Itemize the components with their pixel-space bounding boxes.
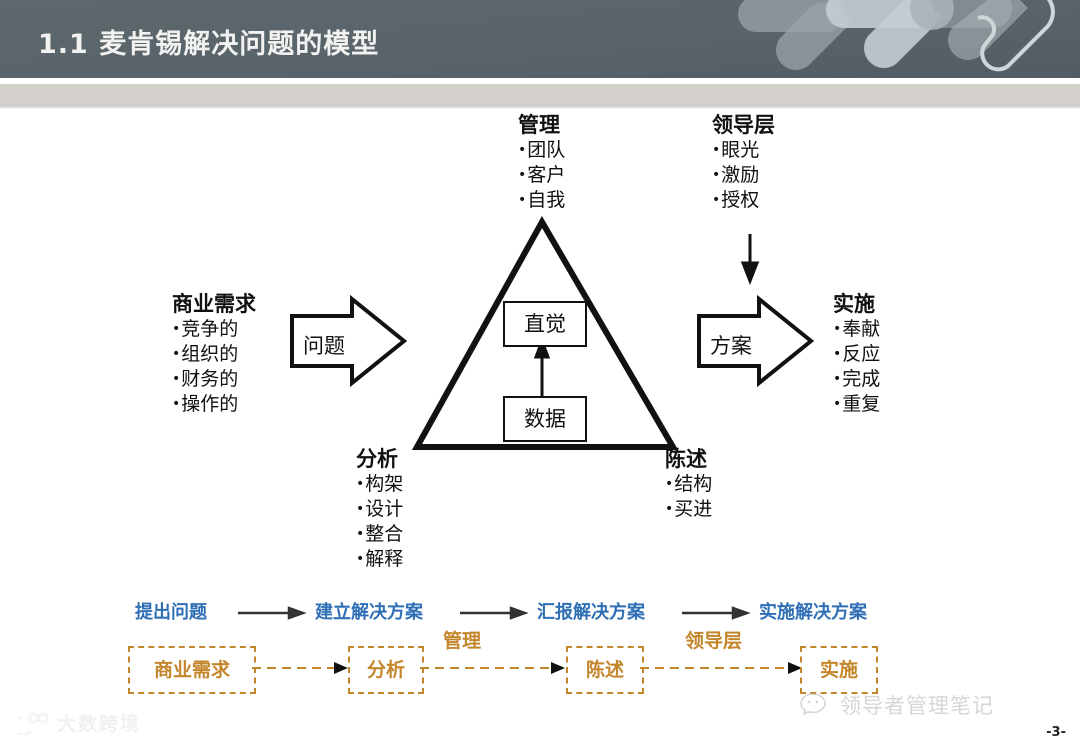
implementation-item-3: 重复 <box>833 392 880 417</box>
flow-step-3: 实施解决方案 <box>759 602 867 623</box>
analysis-item-2: 整合 <box>356 522 403 547</box>
header-band-shadow <box>0 106 1080 109</box>
process-box-presentation: 陈述 <box>566 646 644 694</box>
analysis-heading: 分析 <box>356 447 398 471</box>
wechat-icon <box>800 693 826 716</box>
process-connector-arrowheads <box>334 662 802 674</box>
management-item-0: 团队 <box>518 138 565 163</box>
leadership-item-1: 激励 <box>712 163 775 188</box>
presentation-block: 陈述 结构 买进 <box>665 447 712 522</box>
business-needs-block: 商业需求 竞争的 组织的 财务的 操作的 <box>172 292 256 417</box>
presentation-heading: 陈述 <box>665 447 707 471</box>
process-connector-label-leadership: 领导层 <box>685 630 743 652</box>
leadership-heading: 领导层 <box>712 113 775 137</box>
chevron-arrows-decoration-icon <box>738 0 1055 72</box>
implementation-item-1: 反应 <box>833 342 880 367</box>
header-beige-band <box>0 84 1080 106</box>
watermark-left: 大数跨境 <box>18 709 141 736</box>
data-box: 数据 <box>503 396 587 442</box>
process-box-analysis: 分析 <box>348 646 424 694</box>
analysis-item-3: 解释 <box>356 547 403 572</box>
process-box-business-needs: 商业需求 <box>128 646 256 694</box>
watermark-right: 领导者管理笔记 <box>800 690 994 720</box>
business-needs-item-3: 操作的 <box>172 392 256 417</box>
business-needs-item-2: 财务的 <box>172 367 256 392</box>
intuition-box: 直觉 <box>503 301 587 347</box>
management-item-1: 客户 <box>518 163 565 188</box>
page-title: 1.1 麦肯锡解决问题的模型 <box>38 29 380 60</box>
management-block: 管理 团队 客户 自我 <box>518 113 565 213</box>
flow-step-2: 汇报解决方案 <box>537 602 645 623</box>
implementation-block: 实施 奉献 反应 完成 重复 <box>833 292 880 417</box>
mckinsey-triangle <box>411 215 679 450</box>
leadership-block: 领导层 眼光 激励 授权 <box>712 113 775 213</box>
analysis-item-0: 构架 <box>356 472 403 497</box>
implementation-item-2: 完成 <box>833 367 880 392</box>
analysis-block: 分析 构架 设计 整合 解释 <box>356 447 403 572</box>
business-needs-heading: 商业需求 <box>172 292 256 316</box>
implementation-heading: 实施 <box>833 292 875 316</box>
slide-canvas: 管理 团队 客户 自我 领导层 眼光 激励 授权 商业需求 竞争的 组织的 财务… <box>0 109 1080 747</box>
flow-arrows <box>238 606 751 620</box>
flow-step-1: 建立解决方案 <box>315 602 423 623</box>
header-bar: 1.1 麦肯锡解决问题的模型 <box>0 0 1080 78</box>
dashu-logo-icon <box>18 712 49 735</box>
problem-block-arrow <box>290 294 408 388</box>
header-white-gap <box>0 78 1080 84</box>
solution-block-arrow <box>697 294 815 388</box>
management-heading: 管理 <box>518 113 560 137</box>
presentation-item-1: 买进 <box>665 497 712 522</box>
problem-arrow-label: 问题 <box>303 334 345 358</box>
leadership-down-arrow <box>740 234 760 286</box>
business-needs-item-1: 组织的 <box>172 342 256 367</box>
business-needs-item-0: 竞争的 <box>172 317 256 342</box>
leadership-item-2: 授权 <box>712 188 775 213</box>
leadership-item-0: 眼光 <box>712 138 775 163</box>
implementation-item-0: 奉献 <box>833 317 880 342</box>
flow-step-0: 提出问题 <box>135 602 207 623</box>
watermark-left-text: 大数跨境 <box>57 713 142 735</box>
solution-arrow-label: 方案 <box>710 334 752 358</box>
analysis-item-1: 设计 <box>356 497 403 522</box>
management-item-2: 自我 <box>518 188 565 213</box>
process-box-implementation: 实施 <box>800 646 878 694</box>
page-number: -3- <box>1046 725 1066 740</box>
watermark-right-text: 领导者管理笔记 <box>840 694 994 718</box>
presentation-item-0: 结构 <box>665 472 712 497</box>
process-connector-label-management: 管理 <box>443 630 482 652</box>
